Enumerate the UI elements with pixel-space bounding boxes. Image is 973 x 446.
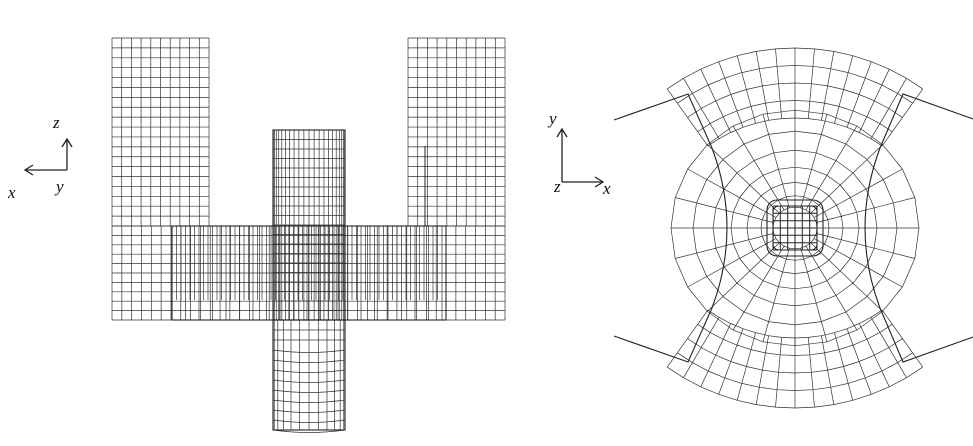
right-concave-edge	[864, 147, 881, 309]
left-wall-mesh-lines	[111, 37, 210, 227]
left-wall-mesh	[111, 37, 210, 227]
pile-column-mesh	[272, 129, 346, 321]
right-axis-z-label: z	[553, 177, 561, 196]
cap-beam-lines	[171, 226, 443, 320]
bottom-left-notch	[613, 307, 713, 363]
right-axis-triad: y x z	[547, 109, 611, 198]
left-concave-edge	[711, 147, 728, 309]
central-pile-mesh	[766, 199, 824, 257]
right-axis-x-label: x	[602, 179, 611, 198]
left-axis-x-label: x	[7, 183, 16, 202]
right-axis-y-label: y	[547, 109, 557, 128]
left-axis-triad: z x y	[7, 113, 73, 202]
pile-tip-lines	[272, 319, 346, 433]
right-wall-mesh	[407, 37, 506, 227]
elevation-mesh	[111, 37, 506, 433]
central-pile-ring	[766, 199, 824, 257]
pile-column-lines	[272, 129, 346, 321]
left-axis-y-label: y	[54, 177, 64, 196]
left-axis-z-label: z	[52, 113, 60, 132]
central-pile-lines	[772, 205, 818, 251]
top-right-notch	[879, 93, 973, 149]
pile-tip-mesh	[272, 319, 346, 433]
pile-tip-outline	[272, 319, 346, 431]
right-wall-mesh-lines	[407, 37, 506, 227]
central-pile-outline	[772, 205, 818, 251]
plan-mesh	[613, 47, 973, 409]
top-left-notch	[613, 93, 713, 149]
bottom-right-notch	[879, 307, 973, 363]
